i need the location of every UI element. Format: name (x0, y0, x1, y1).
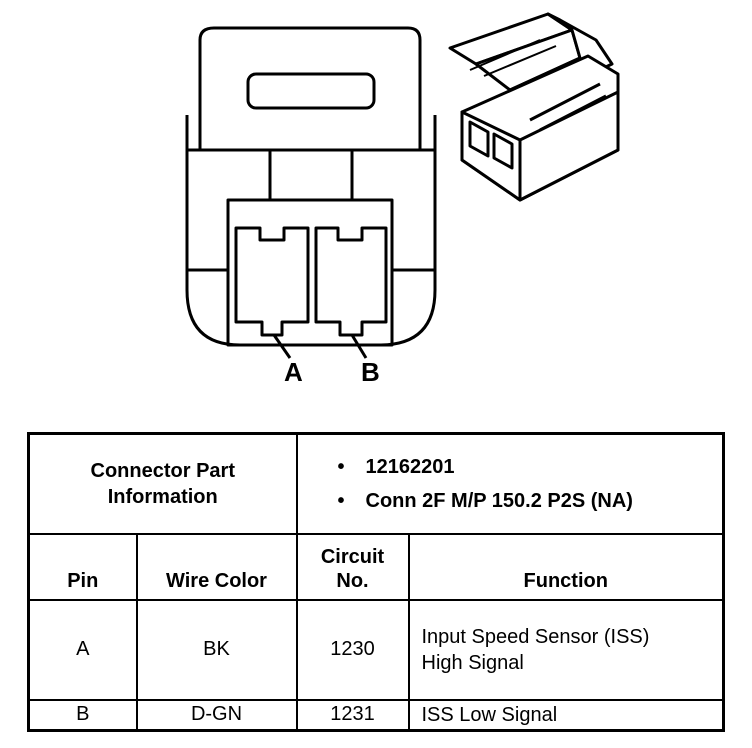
circuit-cell: 1231 (295, 698, 410, 731)
tab-slot (246, 72, 376, 110)
connector-description: Conn 2F M/P 150.2 P2S (NA) (338, 489, 717, 513)
wire-color-cell: BK (135, 598, 298, 701)
part-info-list: 12162201 Conn 2F M/P 150.2 P2S (NA) (295, 432, 725, 535)
cavity-a (234, 226, 310, 337)
circuit-cell: 1230 (295, 598, 410, 701)
part-number: 12162201 (338, 455, 717, 479)
connector-locking-tab (198, 26, 422, 152)
pin-label-a: A (284, 357, 303, 387)
connector-info-table: Connector Part Information 12162201 Conn… (27, 432, 725, 732)
cavity-b (314, 226, 388, 337)
pin-label-b: B (361, 357, 380, 387)
header-pin: Pin (27, 532, 138, 601)
part-info-label: Connector Part Information (27, 432, 298, 535)
header-function: Function (407, 532, 725, 601)
pin-cell: B (27, 698, 138, 731)
table-row: B D-GN 1231 ISS Low Signal (27, 698, 725, 731)
part-info-row: Connector Part Information 12162201 Conn… (27, 432, 725, 535)
pin-cell: A (27, 598, 138, 701)
header-circuit-no: Circuit No. (295, 532, 410, 601)
connector-diagram: A B (185, 12, 620, 387)
function-cell: Input Speed Sensor (ISS) High Signal (407, 598, 725, 701)
table-row: A BK 1230 Input Speed Sensor (ISS) High … (27, 598, 725, 701)
cavity-housing (226, 198, 394, 347)
header-row: Pin Wire Color Circuit No. Function (27, 532, 725, 601)
header-wire-color: Wire Color (135, 532, 298, 601)
wire-color-cell: D-GN (135, 698, 298, 731)
function-cell: ISS Low Signal (407, 698, 725, 731)
connector-isometric-view (448, 12, 620, 202)
